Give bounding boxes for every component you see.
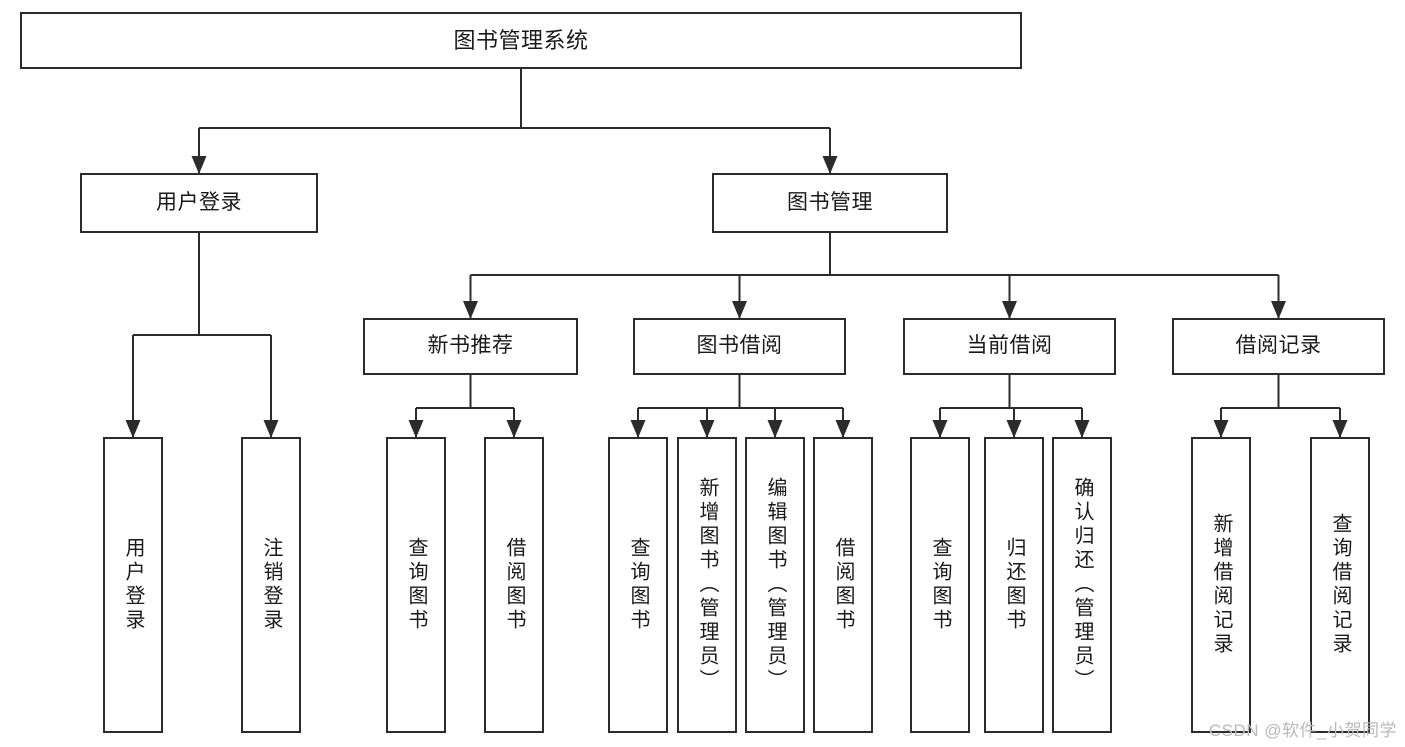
- node-user-login[interactable]: 用户登录: [80, 173, 318, 233]
- node-new-book-recommend[interactable]: 新书推荐: [363, 318, 578, 375]
- leaf-user-login[interactable]: 用户登录: [103, 437, 163, 733]
- node-borrow-record[interactable]: 借阅记录: [1172, 318, 1385, 375]
- node-book-manage-label: 图书管理: [787, 190, 873, 214]
- leaf-confirm-return[interactable]: 确认归还（管理员）: [1052, 437, 1112, 733]
- leaf-query-book-2[interactable]: 查询图书: [608, 437, 668, 733]
- leaf-return-book-label: 归还图书: [1003, 537, 1025, 633]
- node-book-manage[interactable]: 图书管理: [712, 173, 948, 233]
- node-book-borrow-label: 图书借阅: [696, 334, 783, 358]
- leaf-borrow-book-2-label: 借阅图书: [832, 537, 854, 633]
- leaf-query-book-3[interactable]: 查询图书: [910, 437, 970, 733]
- leaf-return-book[interactable]: 归还图书: [984, 437, 1044, 733]
- leaf-borrow-book-1-label: 借阅图书: [503, 537, 525, 633]
- leaf-edit-book-label: 编辑图书（管理员）: [764, 477, 786, 693]
- leaf-add-book-label: 新增图书（管理员）: [696, 477, 718, 693]
- node-new-book-recommend-label: 新书推荐: [427, 334, 514, 358]
- leaf-confirm-return-label: 确认归还（管理员）: [1071, 477, 1093, 693]
- node-current-borrow[interactable]: 当前借阅: [903, 318, 1116, 375]
- node-user-login-label: 用户登录: [156, 190, 242, 214]
- leaf-query-record-label: 查询借阅记录: [1329, 513, 1351, 657]
- leaf-logout-label: 注销登录: [260, 537, 282, 633]
- leaf-query-record[interactable]: 查询借阅记录: [1310, 437, 1370, 733]
- leaf-logout[interactable]: 注销登录: [241, 437, 301, 733]
- node-root[interactable]: 图书管理系统: [20, 12, 1022, 69]
- leaf-user-login-label: 用户登录: [122, 537, 144, 633]
- node-current-borrow-label: 当前借阅: [966, 334, 1053, 358]
- leaf-edit-book[interactable]: 编辑图书（管理员）: [745, 437, 805, 733]
- node-book-borrow[interactable]: 图书借阅: [633, 318, 846, 375]
- node-root-label: 图书管理系统: [453, 27, 589, 53]
- leaf-borrow-book-2[interactable]: 借阅图书: [813, 437, 873, 733]
- leaf-borrow-book-1[interactable]: 借阅图书: [484, 437, 544, 733]
- leaf-add-record-label: 新增借阅记录: [1210, 513, 1232, 657]
- leaf-add-book[interactable]: 新增图书（管理员）: [677, 437, 737, 733]
- leaf-query-book-3-label: 查询图书: [929, 537, 951, 633]
- leaf-query-book-1[interactable]: 查询图书: [386, 437, 446, 733]
- leaf-query-book-2-label: 查询图书: [627, 537, 649, 633]
- node-borrow-record-label: 借阅记录: [1235, 334, 1322, 358]
- leaf-query-book-1-label: 查询图书: [405, 537, 427, 633]
- watermark: CSDN @软件_小贺同学: [1208, 721, 1397, 740]
- leaf-add-record[interactable]: 新增借阅记录: [1191, 437, 1251, 733]
